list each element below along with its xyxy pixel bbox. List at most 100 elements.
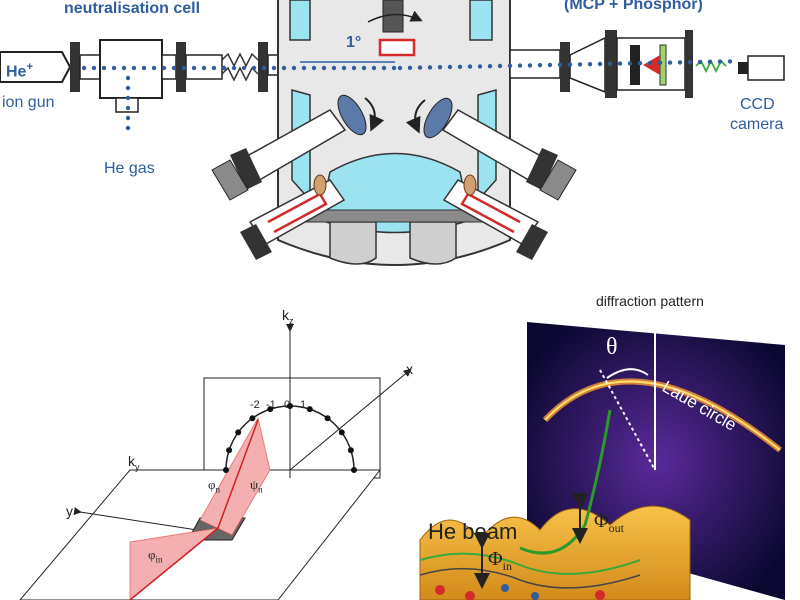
phi-n-text: φ — [208, 477, 216, 492]
beam-dot — [201, 65, 207, 71]
pattern-panel — [419, 322, 785, 600]
axis-ky-sub: y — [135, 461, 140, 472]
order-label: -2 — [250, 399, 260, 411]
axis-x-label: x — [406, 361, 413, 377]
beam-dot — [91, 65, 97, 71]
beam-dot — [457, 64, 463, 70]
beam-dot — [125, 95, 131, 101]
beam-dot — [727, 59, 733, 64]
ccd-line-2: camera — [730, 116, 784, 133]
beam-dot — [281, 65, 287, 71]
beam-dot — [381, 65, 387, 71]
beam-dot — [587, 61, 593, 67]
beam-dot — [497, 63, 503, 69]
beam-dot — [597, 61, 603, 67]
beam-dot — [241, 65, 247, 71]
order-point — [267, 406, 274, 413]
order-point — [287, 403, 293, 409]
scattering-geometry — [19, 324, 412, 600]
beam-dot — [341, 65, 347, 71]
ccd-line-1: CCD — [740, 96, 775, 113]
beam-dot — [141, 65, 147, 71]
phi-n-sub: n — [215, 484, 221, 495]
beam-dot — [407, 65, 413, 71]
beam-dot — [607, 61, 613, 66]
angle-label: 1° — [346, 34, 362, 51]
experimental-setup — [0, 0, 785, 266]
electron-label: e- — [646, 42, 656, 64]
beam-dot — [125, 75, 131, 81]
beam-dot — [487, 63, 493, 69]
beam-dot — [517, 63, 523, 68]
axis-kz-sub: z — [289, 315, 294, 326]
beam-dot — [231, 65, 237, 71]
phi-out-label: Φout — [594, 510, 624, 539]
order-point — [347, 447, 354, 454]
beam-dot — [417, 65, 423, 70]
phi-in-text: φ — [148, 547, 156, 562]
beam-dot — [677, 60, 683, 65]
beam-dot — [311, 65, 317, 71]
phi-in-big-text: Φ — [488, 548, 503, 570]
beam-dot — [637, 61, 643, 66]
electron-sup: - — [652, 46, 656, 56]
beam-dot — [577, 62, 583, 67]
beam-dot — [101, 65, 107, 71]
beam-dot — [125, 125, 131, 131]
beam-dot — [121, 65, 127, 71]
phi-in-sub: in — [155, 554, 163, 565]
beam-dot — [537, 62, 543, 68]
he-ion-label: He+ — [6, 58, 33, 81]
beam-dot — [527, 63, 533, 68]
beam-dot — [397, 65, 403, 71]
phi-in-big-sub: in — [502, 559, 512, 573]
axis-ky-text: k — [128, 453, 135, 469]
beam-dot — [191, 65, 197, 71]
beam-dot — [211, 65, 217, 71]
ion-gun — [0, 42, 80, 92]
order-point — [223, 467, 229, 473]
beam-dot — [657, 60, 663, 65]
he-beam-label: He beam — [428, 519, 518, 544]
beam-dot — [447, 64, 453, 70]
phi-in-big-label: Φin — [488, 548, 512, 577]
order-point — [324, 415, 331, 422]
axis-kz-text: k — [282, 307, 289, 323]
psi-n-sub: n — [258, 484, 263, 495]
beam-dot — [291, 65, 297, 71]
beam-dot — [467, 64, 473, 69]
psi-n-label: ψn — [250, 476, 263, 499]
right-arm — [405, 97, 577, 260]
beam-dot — [125, 115, 131, 121]
order-point — [306, 406, 313, 413]
beam-dot — [707, 59, 713, 64]
beam-dot — [261, 65, 267, 71]
he-ion-sup: + — [26, 61, 33, 73]
beam-dot — [627, 61, 633, 66]
beam-dot — [437, 65, 443, 70]
beam-dot — [717, 59, 723, 64]
diffraction-orders — [223, 403, 357, 473]
beam-dot — [687, 60, 693, 65]
beam-dot — [547, 62, 553, 68]
order-point — [226, 447, 233, 454]
order-point — [235, 429, 242, 436]
beam-dot — [161, 65, 167, 71]
beam-dot — [697, 59, 703, 65]
beam-dot — [125, 105, 131, 111]
ccd-camera-icon — [738, 55, 785, 81]
axis-y-label: y — [66, 503, 73, 519]
beam-dot — [131, 65, 137, 71]
beam-dot — [111, 65, 117, 71]
beam-dot — [331, 65, 337, 71]
order-point — [249, 415, 256, 422]
pattern-title: diffraction pattern — [596, 293, 704, 309]
detector-label: (MCP + Phosphor) — [564, 0, 703, 13]
beam-dot — [557, 62, 563, 67]
psi-n-text: ψ — [250, 477, 259, 492]
beam-dot — [477, 64, 483, 69]
phi-n-label: φn — [208, 476, 220, 499]
he-gas-label: He gas — [104, 160, 155, 177]
beam-dot — [321, 65, 327, 71]
